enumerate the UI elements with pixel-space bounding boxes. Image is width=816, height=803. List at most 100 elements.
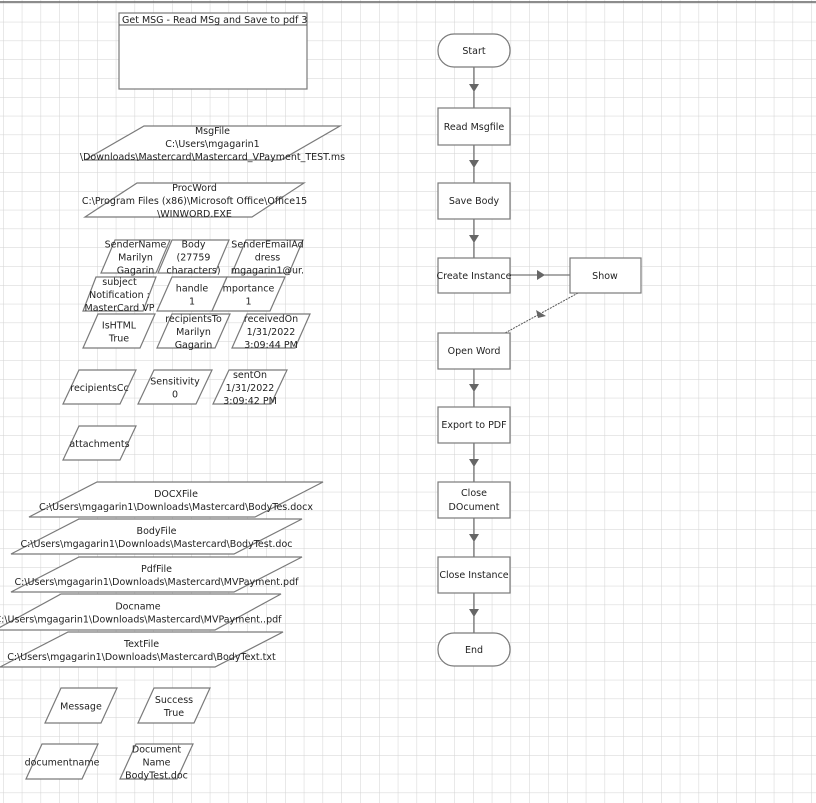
variable-label: Document — [132, 745, 181, 756]
flow-export-pdf[interactable]: Export to PDF — [437, 406, 511, 444]
variable-label: dress — [255, 253, 281, 264]
variable-label: Message — [60, 702, 102, 713]
svg-text:Read Msgfile: Read Msgfile — [444, 122, 505, 133]
parallelogram-shape — [44, 687, 118, 724]
svg-text:Open Word: Open Word — [448, 346, 501, 357]
arrow-head-icon — [469, 534, 479, 542]
variable-docxfile[interactable]: DOCXFileC:\Users\mgagarin1\Downloads\Mas… — [28, 481, 324, 518]
flow-close-instance[interactable]: Close Instance — [437, 556, 511, 594]
flow-end[interactable]: End — [437, 632, 511, 667]
variable-label: mportance — [223, 284, 275, 295]
variable-label: C:\Users\mgagarin1\Downloads\Mastercard\… — [15, 577, 300, 588]
variable-label: Sensitivity — [150, 377, 200, 388]
parallelogram-shape — [82, 276, 157, 312]
variable-label: MsgFile — [195, 126, 230, 137]
variable-label: documentname — [25, 758, 100, 769]
variable-label: BodyFile — [137, 526, 177, 537]
variable-bodyfile[interactable]: BodyFileC:\Users\mgagarin1\Downloads\Mas… — [10, 518, 303, 555]
svg-text:Show: Show — [592, 271, 618, 282]
flow-save-body[interactable]: Save Body — [437, 182, 511, 220]
variable-label: Docname — [115, 602, 160, 613]
arrow-head-icon — [469, 609, 479, 617]
variable-label: 3:09:44 PM — [244, 340, 298, 351]
svg-text:Create Instance: Create Instance — [437, 271, 512, 282]
variable-documentname[interactable]: documentname — [25, 743, 100, 780]
variable-label: Marilyn — [118, 253, 153, 264]
variable-label: mgagarin1@ur. — [231, 266, 304, 277]
variable-message[interactable]: Message — [44, 687, 118, 724]
variable-label: DOCXFile — [154, 489, 198, 500]
variable-docname[interactable]: DocnameC:\Users\mgagarin1\Downloads\Mast… — [0, 593, 282, 631]
arrow-head-icon — [537, 270, 545, 280]
variable-attachments[interactable]: attachments — [62, 425, 137, 461]
flow-read-msgfile[interactable]: Read Msgfile — [437, 107, 511, 146]
variable-ishtml[interactable]: IsHTML True — [82, 313, 156, 349]
arrow-head-icon — [469, 84, 479, 92]
variable-label: handle — [176, 284, 209, 295]
parallelogram-shape — [10, 518, 303, 555]
variable-label: SenderEmailAd — [231, 240, 303, 251]
variable-label: SenderName — [105, 240, 167, 251]
svg-text:Save Body: Save Body — [449, 196, 500, 207]
variable-label: Success — [155, 695, 193, 706]
variable-label: BodyTest.doc — [125, 771, 188, 782]
variable-pdffile[interactable]: PdfFileC:\Users\mgagarin1\Downloads\Mast… — [10, 556, 303, 593]
variable-label: C:\Users\mgagarin1\Downloads\Mastercard\… — [39, 502, 313, 513]
variables-group: MsgFileC:\Users\mgagarin1\Downloads\Mast… — [0, 125, 345, 782]
parallelogram-shape — [137, 687, 211, 724]
parallelogram-shape — [25, 743, 99, 780]
flow-show[interactable]: Show — [569, 257, 642, 294]
title-box[interactable]: Get MSG - Read MSg and Save to pdf 3 — [118, 12, 308, 90]
flow-open-word[interactable]: Open Word — [437, 332, 511, 370]
variable-label: \WINWORD.EXE — [157, 209, 232, 220]
variable-label: recipientsCc — [70, 383, 128, 394]
svg-text:Export to PDF: Export to PDF — [441, 420, 506, 431]
variable-label: True — [108, 334, 129, 345]
variable-label: 1 — [245, 297, 251, 308]
variable-label: Body — [182, 240, 206, 251]
variable-label: attachments — [69, 439, 129, 450]
variable-label: (27759 — [177, 253, 211, 264]
variable-importance[interactable]: mportance 1 — [211, 276, 286, 312]
variable-label: \Downloads\Mastercard\Mastercard_VPaymen… — [80, 152, 345, 163]
variable-sensitivity[interactable]: Sensitivity 0 — [137, 369, 213, 405]
flow-start[interactable]: Start — [437, 33, 511, 68]
variable-recipientscc[interactable]: recipientsCc — [62, 369, 137, 405]
connector — [504, 292, 579, 334]
variable-textfile[interactable]: TextFileC:\Users\mgagarin1\Downloads\Mas… — [0, 631, 284, 668]
flow-create-instance[interactable]: Create Instance — [437, 257, 512, 294]
variable-label: ProcWord — [172, 183, 217, 194]
parallelogram-shape — [156, 313, 231, 349]
variable-senderemail[interactable]: SenderEmailAd dress mgagarin1@ur. — [231, 239, 304, 277]
parallelogram-shape — [137, 369, 213, 405]
parallelogram-shape — [231, 239, 304, 274]
parallelogram-shape — [0, 631, 284, 668]
variable-label: recipientsTo — [165, 314, 222, 325]
variable-label: IsHTML — [102, 321, 137, 332]
parallelogram-shape — [82, 125, 343, 161]
svg-text:DOcument: DOcument — [449, 502, 500, 513]
variable-label: C:\Users\mgagarin1 — [165, 139, 259, 150]
variable-label: Marilyn — [176, 327, 211, 338]
variable-label: True — [163, 708, 184, 719]
flow-close-document[interactable]: Close DOcument — [437, 481, 511, 519]
variable-label: C:\Program Files (x86)\Microsoft Office\… — [82, 196, 307, 207]
svg-text:Start: Start — [462, 46, 485, 57]
variable-label: 1/31/2022 — [226, 383, 275, 394]
variable-label: Gagarin — [175, 340, 213, 351]
variable-label: 1 — [189, 297, 195, 308]
parallelogram-shape — [10, 556, 303, 593]
variable-label: 0 — [172, 390, 178, 401]
